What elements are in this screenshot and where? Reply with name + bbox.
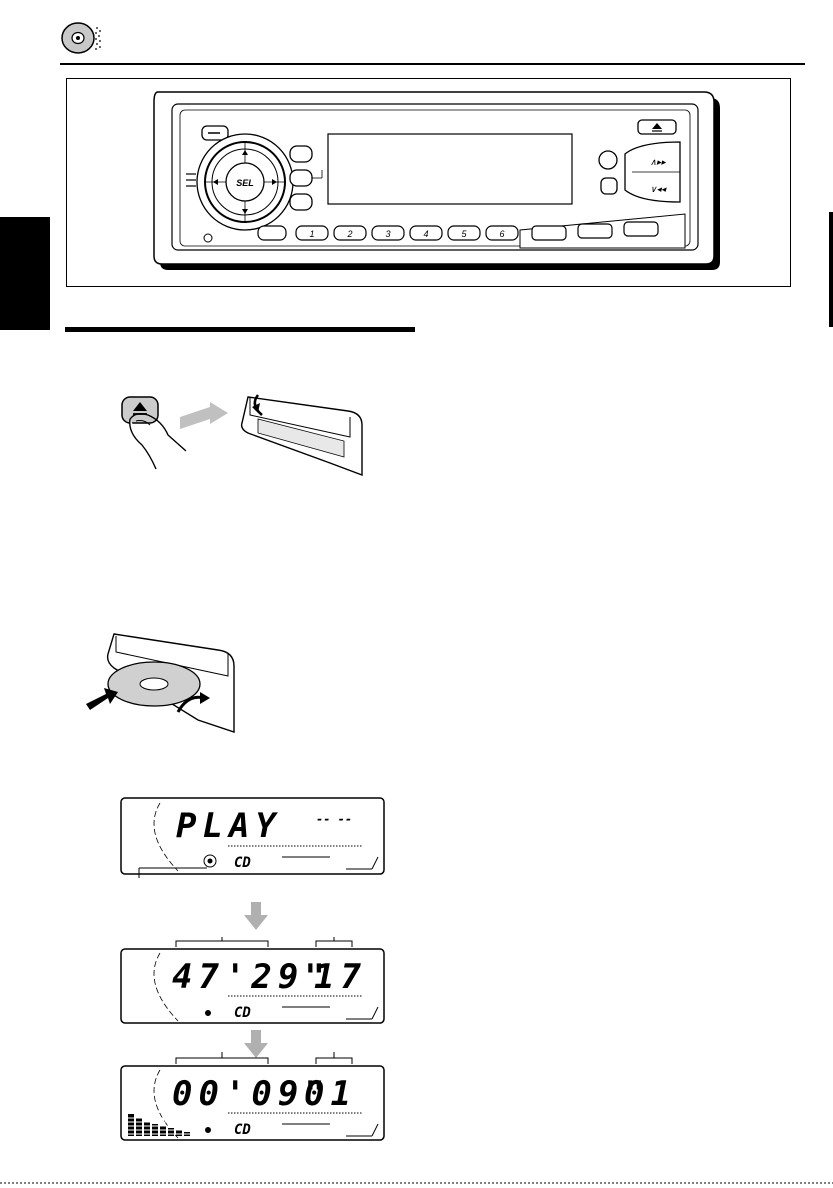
bottom-rule (0, 1180, 833, 1186)
lcd-display-total: 47'29" 17 CD (120, 937, 385, 1025)
down-arrow-icon (244, 902, 268, 930)
cd-icon (60, 18, 108, 58)
lcd-total-time: 47'29" (172, 957, 331, 997)
section-rule (65, 327, 415, 332)
sel-label: SEL (236, 178, 254, 188)
preset-button-label: 6 (499, 229, 504, 239)
preset-button-label: 3 (385, 229, 390, 239)
lcd-play-source: CD (234, 855, 251, 871)
preset-button-label: 1 (309, 229, 314, 239)
side-tab (0, 217, 50, 330)
preset-button-label: 2 (346, 229, 352, 239)
lcd-display-elapsed: 00'09" 01 CD (120, 1052, 385, 1142)
svg-text:∨◂◂: ∨◂◂ (650, 184, 667, 194)
right-edge-bar (829, 212, 833, 327)
eject-step-illustration (100, 385, 400, 485)
header-rule (60, 63, 805, 65)
lcd-total-tracks: 17 (314, 957, 367, 997)
lcd-total-source: CD (234, 1005, 251, 1021)
lcd-elapsed-source: CD (234, 1122, 251, 1138)
preset-button-label: 4 (423, 229, 428, 239)
svg-text:∧▸▸: ∧▸▸ (650, 157, 667, 167)
lcd-current-track: 01 (304, 1074, 357, 1114)
callout-leader (135, 860, 215, 880)
lcd-play-text: PLAY (176, 806, 282, 846)
lcd-play-side: -- -- (316, 812, 352, 826)
insert-disc-illustration (78, 632, 248, 747)
